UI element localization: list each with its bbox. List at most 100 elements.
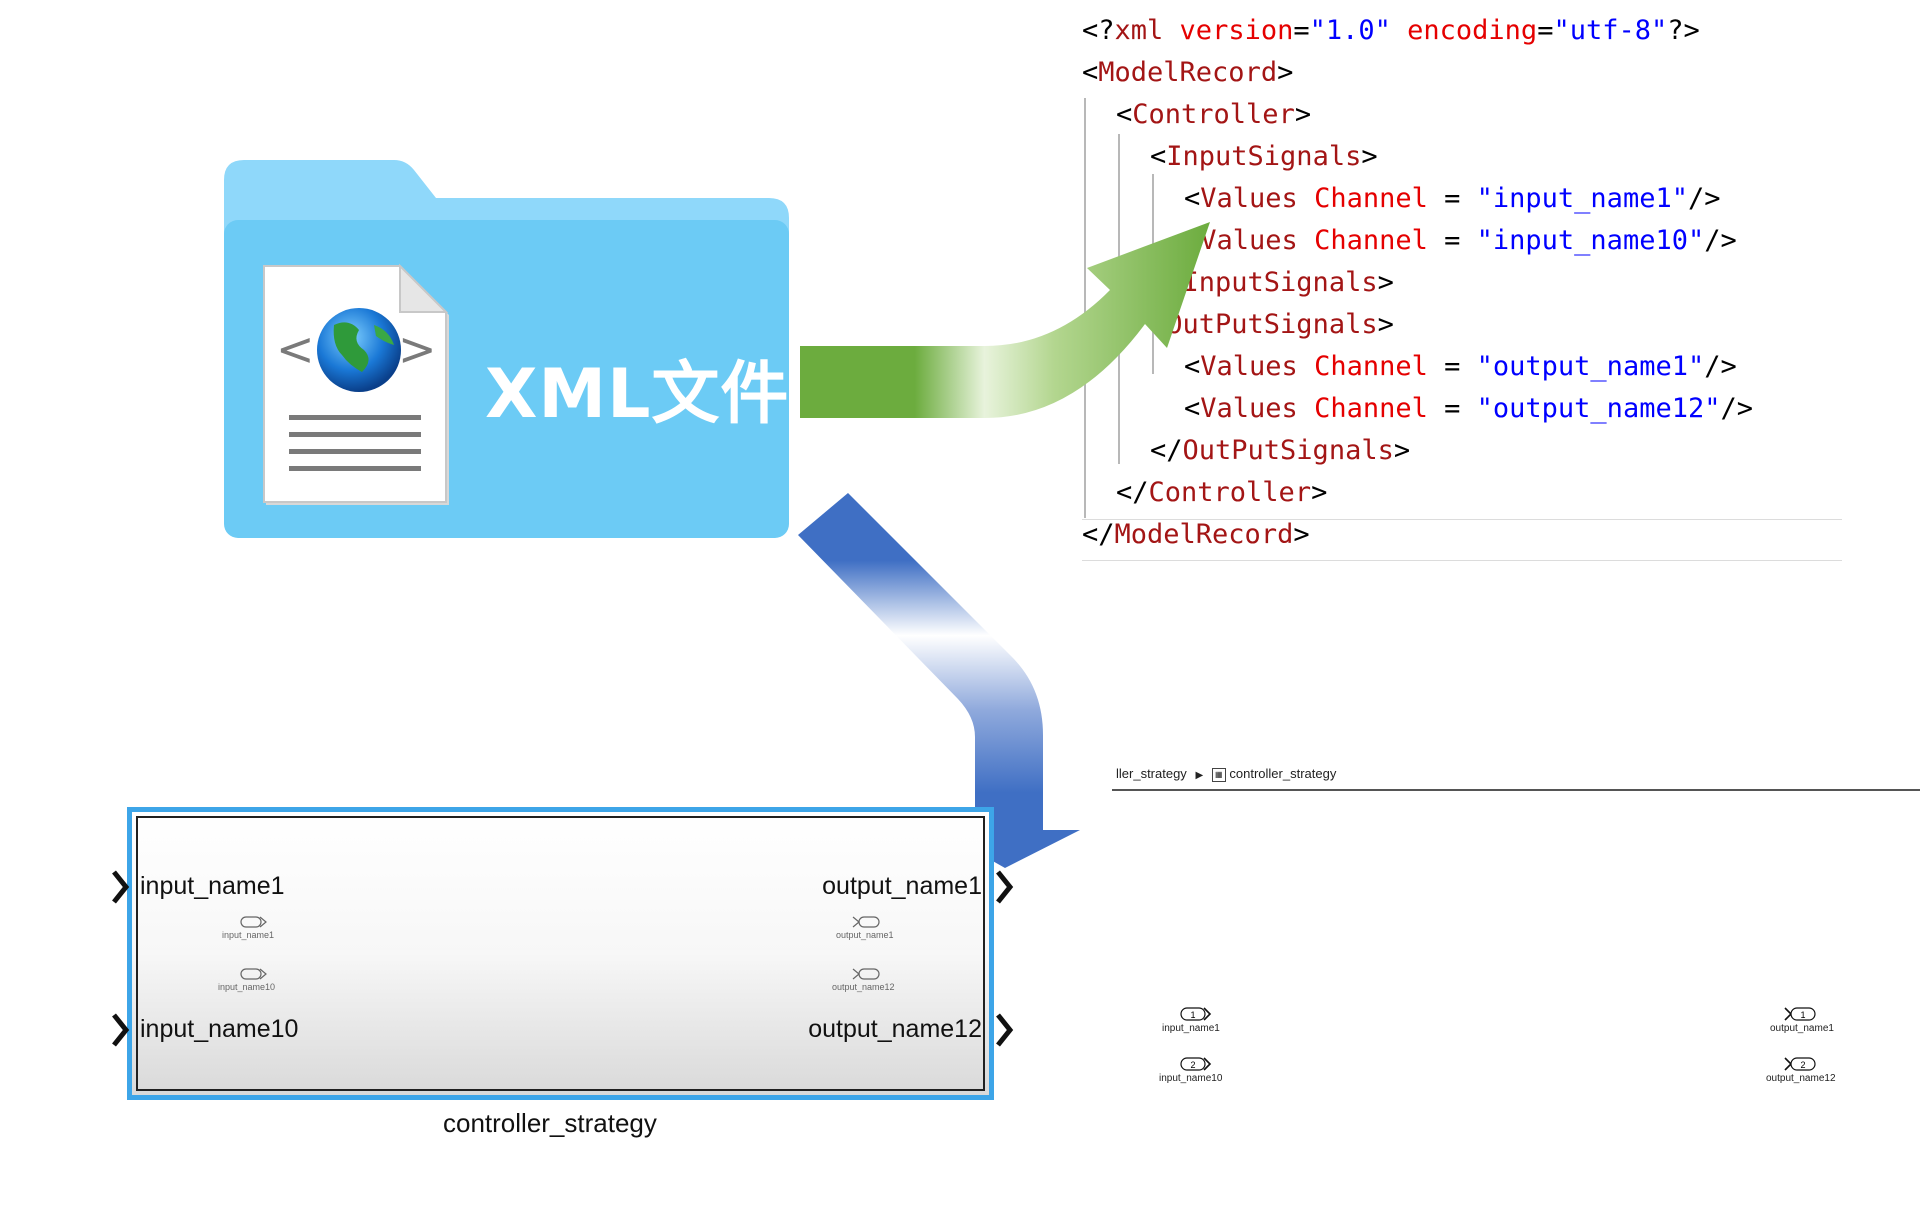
outport-mini-label: output_name12 (832, 982, 895, 992)
xml-token: = (1427, 225, 1477, 256)
subsystem-inner-border (136, 816, 985, 1091)
xml-token: Channel (1297, 351, 1428, 382)
xml-token: "input_name10" (1476, 225, 1705, 256)
xml-token: = (1537, 15, 1554, 46)
subsystem-icon: ▦ (1211, 767, 1226, 782)
xml-token: > (1293, 519, 1310, 550)
output-port-label: output_name12 (808, 1015, 982, 1043)
xml-token: > (1311, 477, 1328, 508)
xml-code-line: <ModelRecord> (1082, 56, 1293, 90)
outport-2-label: output_name12 (1766, 1073, 1836, 1084)
xml-token: OutPutSignals (1182, 435, 1394, 466)
xml-token: InputSignals (1182, 267, 1378, 298)
outport-1-icon[interactable]: 1 (1784, 1006, 1816, 1022)
xml-token: ModelRecord (1114, 519, 1294, 550)
inport-mini-icon (240, 968, 267, 980)
xml-token: "input_name1" (1476, 183, 1688, 214)
xml-token: < (1184, 183, 1201, 214)
xml-code-line: </OutPutSignals> (1150, 434, 1410, 468)
xml-token: Channel (1297, 393, 1428, 424)
inport-1-icon[interactable]: 1 (1180, 1006, 1212, 1022)
svg-text:1: 1 (1190, 1010, 1195, 1020)
svg-text:1: 1 (1800, 1010, 1805, 1020)
xml-code-line: <InputSignals> (1150, 140, 1378, 174)
xml-token: > (1361, 141, 1378, 172)
breadcrumb-underline (1112, 789, 1920, 791)
xml-token: Controller (1148, 477, 1312, 508)
outport-1-label: output_name1 (1770, 1023, 1834, 1034)
inport-mini-label: input_name10 (218, 982, 276, 992)
xml-token: /> (1704, 351, 1737, 382)
xml-code-line: <Values Channel = "input_name10"/> (1184, 224, 1737, 258)
svg-text:2: 2 (1190, 1060, 1195, 1070)
xml-token: = (1427, 183, 1477, 214)
xml-code-line: <Values Channel = "output_name1"/> (1184, 350, 1737, 384)
xml-token: Controller (1132, 99, 1295, 130)
xml-token: Channel (1297, 225, 1428, 256)
xml-document-icon: < > (263, 263, 449, 505)
xml-code-line: <Values Channel = "output_name12"/> (1184, 392, 1753, 426)
inport-2-icon[interactable]: 2 (1180, 1056, 1212, 1072)
xml-code-line: <Controller> (1116, 98, 1311, 132)
input-port-label: input_name10 (140, 1015, 299, 1043)
xml-token: Values (1200, 351, 1298, 382)
xml-token: < (1184, 393, 1201, 424)
inport-mini-label: input_name1 (222, 930, 275, 940)
xml-token: "output_name1" (1476, 351, 1705, 382)
xml-code-line: </Controller> (1116, 476, 1327, 510)
xml-token: <? (1082, 15, 1115, 46)
xml-token: InputSignals (1166, 141, 1362, 172)
xml-token: version (1163, 15, 1294, 46)
outport-2-icon[interactable]: 2 (1784, 1056, 1816, 1072)
xml-token: ModelRecord (1098, 57, 1278, 88)
outport-chevron-icon (996, 870, 1014, 904)
xml-token: = (1293, 15, 1310, 46)
xml-token: > (1377, 309, 1394, 340)
xml-token: encoding (1390, 15, 1538, 46)
outport-chevron-icon (996, 1013, 1014, 1047)
xml-token: > (1277, 57, 1294, 88)
breadcrumb: ller_strategy ▶ ▦ controller_strategy (1116, 766, 1336, 782)
xml-token: < (1184, 351, 1201, 382)
xml-token: = (1427, 351, 1477, 382)
input-port-label: input_name1 (140, 872, 285, 900)
xml-token: > (1294, 99, 1312, 130)
xml-token: ?> (1667, 15, 1700, 46)
blue-arrow-icon (798, 493, 1080, 868)
xml-token: </ (1082, 519, 1115, 550)
svg-text:<: < (276, 322, 315, 376)
svg-text:>: > (398, 322, 437, 376)
inport-1-label: input_name1 (1162, 1023, 1220, 1034)
breadcrumb-parent[interactable]: ller_strategy (1116, 766, 1187, 781)
inport-2-label: input_name10 (1159, 1073, 1223, 1084)
green-arrow-icon (800, 222, 1210, 418)
xml-token: xml (1114, 15, 1164, 46)
xml-code-line: <Values Channel = "input_name1"/> (1184, 182, 1720, 216)
xml-token: > (1377, 267, 1394, 298)
xml-code-line: <?xml version="1.0" encoding="utf-8"?> (1082, 14, 1700, 48)
code-separator (1082, 560, 1842, 561)
xml-token: </ (1116, 477, 1149, 508)
xml-token: > (1393, 435, 1411, 466)
xml-token: Channel (1297, 183, 1428, 214)
xml-token: = (1427, 393, 1477, 424)
xml-token: OutPutSignals (1166, 309, 1378, 340)
outport-mini-icon (852, 916, 880, 928)
xml-code-line: </ModelRecord> (1082, 518, 1310, 552)
outport-mini-label: output_name1 (836, 930, 894, 940)
inport-chevron-icon (112, 870, 130, 904)
xml-token: /> (1687, 183, 1721, 214)
breadcrumb-current[interactable]: controller_strategy (1229, 766, 1337, 781)
code-separator (1082, 519, 1842, 520)
xml-token: "output_name12" (1476, 393, 1721, 424)
subsystem-block[interactable] (127, 807, 994, 1100)
xml-token: /> (1720, 393, 1753, 424)
indent-guide (1084, 98, 1086, 518)
xml-token: < (1116, 99, 1133, 130)
xml-token: < (1150, 141, 1167, 172)
xml-token: Values (1200, 225, 1298, 256)
xml-token: "1.0" (1309, 15, 1391, 46)
xml-code-view: <?xml version="1.0" encoding="utf-8"?><M… (1082, 14, 1842, 564)
subsystem-name: controller_strategy (443, 1108, 657, 1138)
xml-token: Values (1200, 393, 1298, 424)
